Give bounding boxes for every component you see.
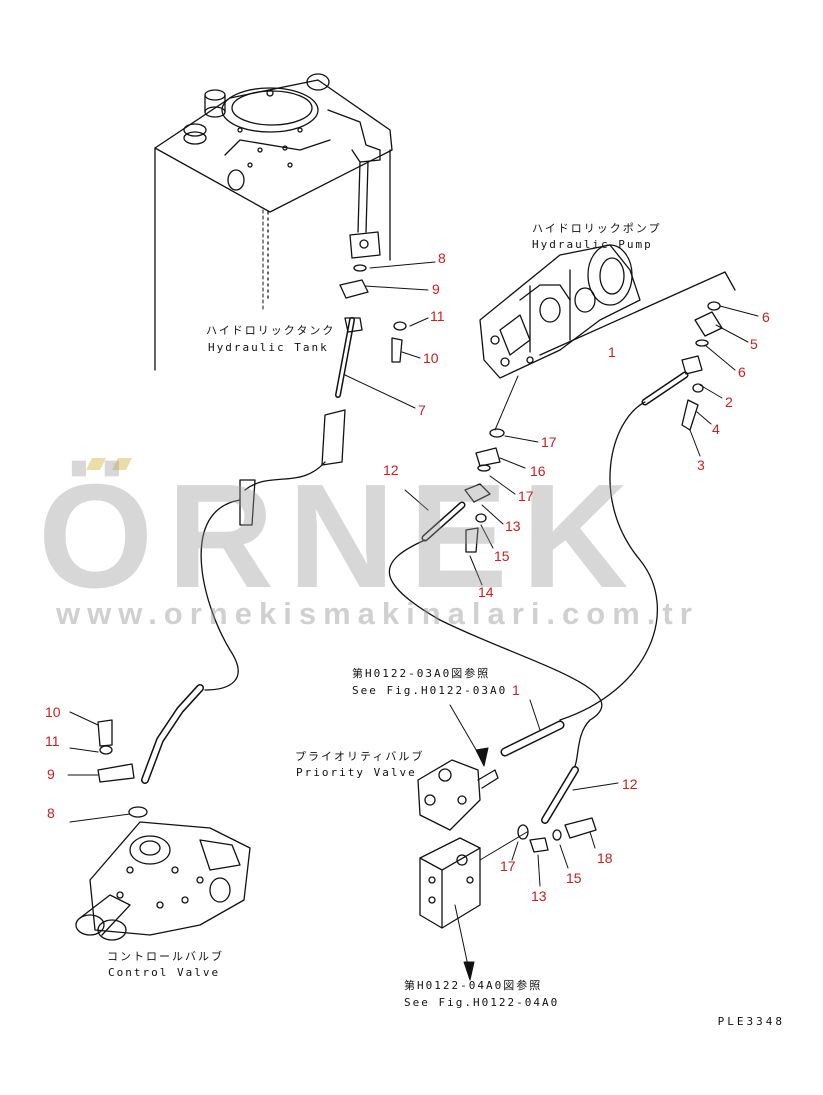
part-number-13-top: 13 [505,518,521,534]
part-number-1-top: 1 [608,344,616,360]
watermark-brand: ÖRNEK [38,454,643,619]
part-number-8-bot: 8 [47,805,55,821]
valve-block [419,837,481,929]
part-number-17c: 17 [500,858,516,874]
priority-label-en: Priority Valve [296,766,417,779]
hose-12 [388,501,603,824]
watermark-url: www.ornekismakinalari.com.tr [56,596,699,631]
part-number-13-bot: 13 [531,888,547,904]
part-number-16: 16 [530,463,546,479]
hydraulic-pump [479,244,641,379]
part-number-8-top: 8 [438,250,446,266]
hose-1 [500,371,689,757]
leader-lines [67,209,759,981]
tank-label-en: Hydraulic Tank [208,341,329,354]
hose-7 [141,317,363,784]
control-label-jp: コントロールバルブ [107,950,224,963]
priority-valve [417,759,499,831]
control-valve [75,821,251,941]
tank-label-jp: ハイドロリックタンク [206,324,336,337]
part-number-2: 2 [725,394,733,410]
part-number-12-bot: 12 [622,776,638,792]
part-number-6b: 6 [738,364,746,380]
part-number-3: 3 [697,457,705,473]
part-number-18: 18 [597,850,613,866]
part-number-10-bot: 10 [45,704,61,720]
part-number-11-bot: 11 [45,733,60,749]
part-number-7: 7 [418,402,426,418]
watermark-accent [86,458,106,470]
part-number-10-top: 10 [423,350,439,366]
pump-label-jp: ハイドロリックポンプ [532,222,662,235]
part-number-6a: 6 [762,309,770,325]
drawing-code: PLE3348 [717,1015,785,1028]
reference-1-en: See Fig.H0122-03A0 [352,684,508,697]
part-number-5: 5 [750,336,758,352]
hydraulic-tank [154,73,393,371]
watermark-accent [112,458,132,470]
part-number-17a: 17 [541,434,557,450]
reference-2-jp: 第H0122-04A0図参照 [404,979,543,992]
reference-2-en: See Fig.H0122-04A0 [404,996,560,1009]
part-number-15-top: 15 [494,548,510,564]
part-number-1-mid: 1 [512,682,520,698]
part-number-15-bot: 15 [566,870,582,886]
part-number-11-top: 11 [430,308,445,324]
part-number-14: 14 [478,584,494,600]
pump-label-en: Hydraulic Pump [532,238,653,251]
part-number-9-top: 9 [432,281,440,297]
priority-label-jp: プライオリティバルブ [295,750,425,763]
part-number-17b: 17 [518,488,534,504]
part-number-4: 4 [712,421,720,437]
part-number-12-top: 12 [383,462,399,478]
control-label-en: Control Valve [108,966,221,979]
reference-1-jp: 第H0122-03A0図参照 [352,667,491,680]
fittings [97,264,723,853]
part-number-9-bot: 9 [47,766,55,782]
